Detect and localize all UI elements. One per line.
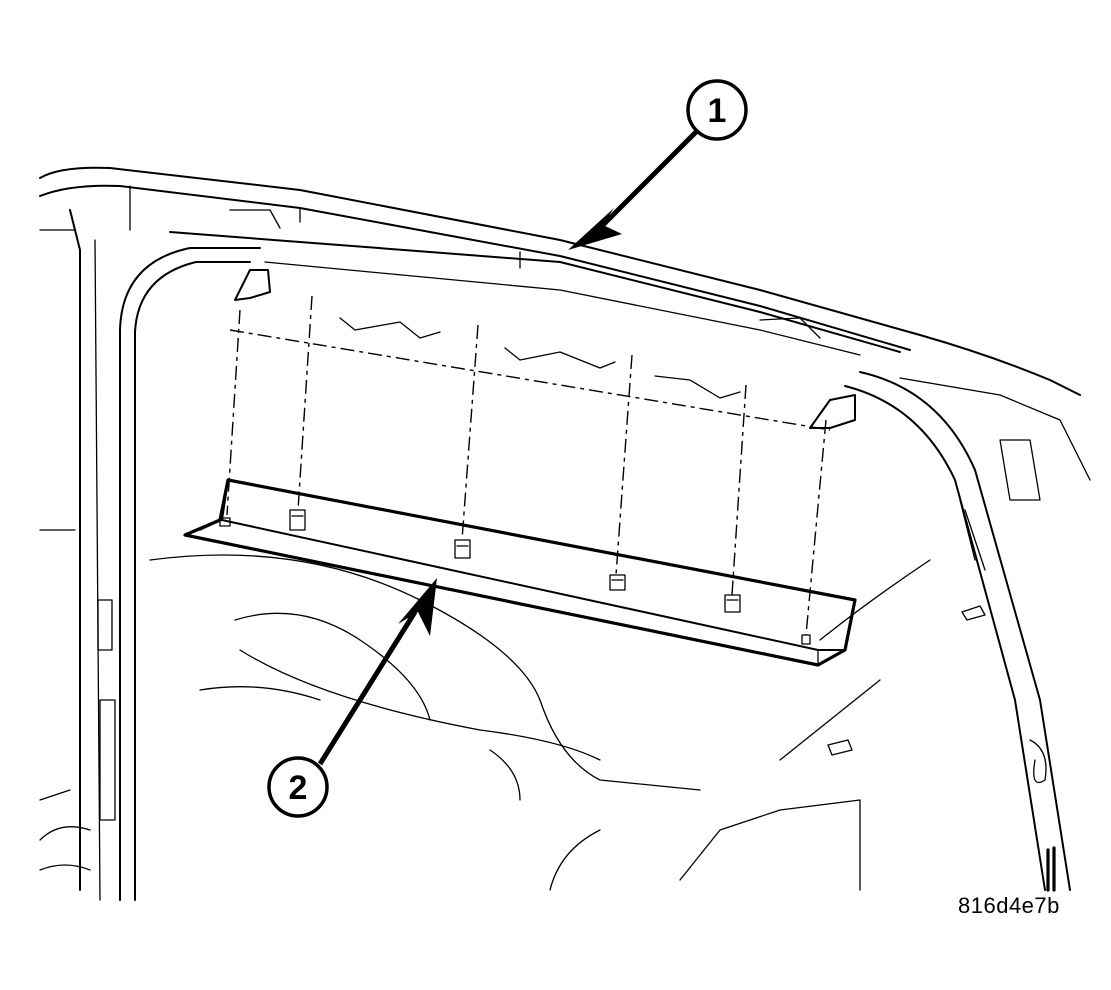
- figure-code: 816d4e7b: [958, 893, 1060, 918]
- callout-1: 1: [568, 79, 748, 250]
- callout-2-number: 2: [289, 769, 308, 807]
- install-lines: [226, 295, 831, 636]
- callout-2: 2: [267, 578, 437, 818]
- callout-1-number: 1: [708, 92, 727, 130]
- headliner-shell: [39, 166, 1091, 901]
- trim-panel: [183, 478, 857, 667]
